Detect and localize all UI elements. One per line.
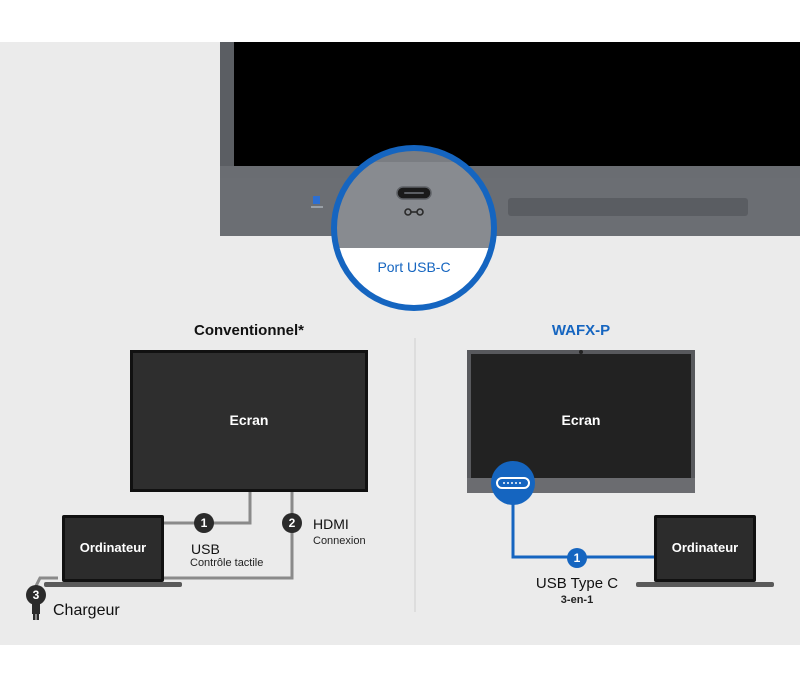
conventional-laptop-label: Ordinateur [79, 540, 147, 555]
wafx-title: WAFX-P [551, 322, 611, 339]
usb-c-port-label: Port USB-C [377, 259, 451, 275]
conventional-title: Conventionnel* [193, 322, 304, 339]
usb-logo-icon [404, 208, 424, 216]
conventional-laptop [44, 515, 182, 587]
conventional-screen [130, 350, 368, 492]
usb-connection-label: USB [191, 541, 220, 557]
wafx-laptop-label: Ordinateur [671, 540, 739, 555]
charger-number-badge: 3 [26, 585, 46, 605]
usb-c-cable [511, 490, 655, 559]
usb-c-connector-icon [491, 461, 535, 505]
usb-type-c-description: 3-en-1 [560, 594, 594, 606]
top-display [220, 42, 800, 236]
usb-number-badge: 1 [194, 513, 214, 533]
conventional-screen-label: Ecran [229, 412, 269, 428]
hdmi-connection-description: Connexion [313, 535, 366, 547]
usb-type-c-label: USB Type C [535, 575, 619, 592]
wafx-laptop [636, 515, 774, 587]
charger-label: Chargeur [53, 602, 120, 619]
hdmi-connection-label: HDMI [313, 516, 349, 532]
speaker-grille [508, 198, 748, 216]
hdmi-number-badge: 2 [282, 513, 302, 533]
usb-type-c-number-badge: 1 [567, 548, 587, 568]
usb-cable [162, 492, 252, 525]
usb-port-indicator [313, 196, 320, 204]
wafx-screen-label: Ecran [561, 412, 601, 428]
usb-connection-description: Contrôle tactile [190, 557, 264, 569]
power-plug-icon [32, 604, 40, 620]
